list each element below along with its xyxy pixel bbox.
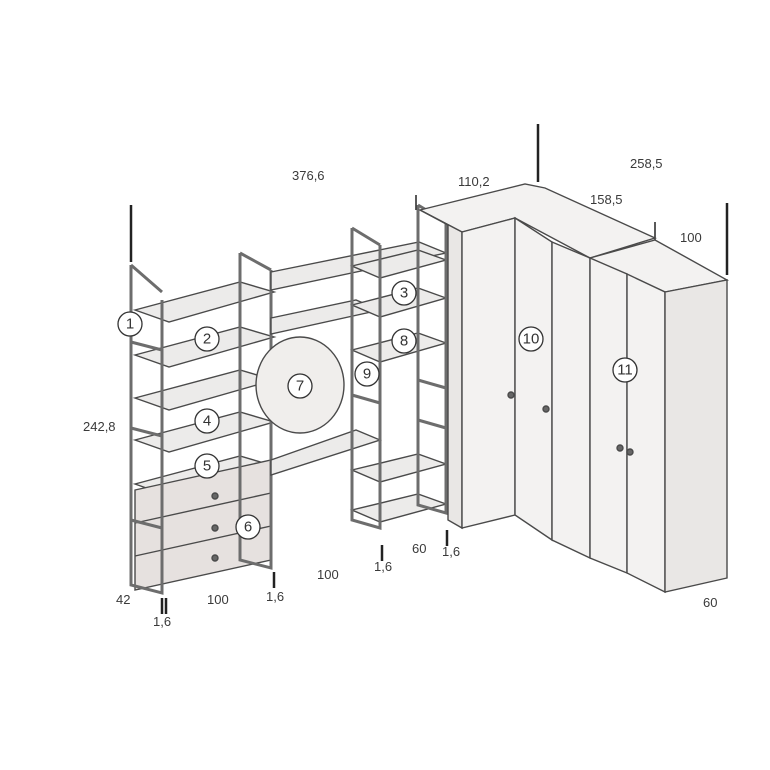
corner-wardrobe-door-a — [461, 217, 516, 529]
wardrobe-knob-1 — [507, 391, 515, 399]
dim-module-mid: 100 — [317, 567, 339, 582]
wardrobe-knob-2 — [542, 405, 550, 413]
callout-circle-4 — [194, 408, 220, 434]
callout-circle-11 — [612, 357, 638, 383]
callout-circle-7 — [287, 373, 313, 399]
dim-corner-top: 110,2 — [458, 174, 490, 189]
callout-3: 3 — [400, 285, 408, 302]
dim-right-depth-top: 158,5 — [590, 192, 623, 207]
callout-10: 10 — [523, 331, 540, 348]
dim-module-left: 100 — [207, 592, 229, 607]
wardrobe-knob-4 — [626, 448, 634, 456]
dim-depth-mid: 60 — [412, 541, 426, 556]
drawer-knob-1 — [211, 492, 219, 500]
right-wardrobe — [587, 239, 730, 594]
callout-circle-2 — [194, 326, 220, 352]
corner-wardrobe-door-c — [551, 240, 591, 560]
dim-upright-b: 1,6 — [266, 589, 284, 604]
dim-depth-right: 60 — [703, 595, 717, 610]
callout-labels: 1 2 3 4 5 6 7 8 9 10 11 — [126, 285, 633, 536]
dim-upright-a: 1,6 — [153, 614, 171, 629]
callout-1: 1 — [126, 316, 134, 333]
callout-6: 6 — [244, 519, 252, 536]
dim-upright-d: 1,6 — [442, 544, 460, 559]
dim-total-width: 376,6 — [292, 168, 325, 183]
drawer-knob-2 — [211, 524, 219, 532]
callout-circle-9 — [354, 361, 380, 387]
dim-right-module: 100 — [680, 230, 702, 245]
callout-circle-1 — [117, 311, 143, 337]
callouts — [117, 280, 638, 540]
callout-2: 2 — [203, 331, 211, 348]
callout-circle-3 — [391, 280, 417, 306]
dim-height: 242,8 — [83, 419, 116, 434]
right-wardrobe-door-a — [589, 256, 628, 575]
callout-4: 4 — [203, 413, 211, 430]
callout-7: 7 — [296, 378, 304, 395]
callout-9: 9 — [363, 366, 371, 383]
dim-upright-c: 1,6 — [374, 559, 392, 574]
right-wardrobe-door-b — [626, 272, 666, 594]
shelf-3 — [132, 369, 277, 411]
dim-right-total: 258,5 — [630, 156, 663, 171]
callout-11: 11 — [617, 362, 633, 379]
callout-5: 5 — [203, 458, 211, 475]
callout-circle-8 — [391, 328, 417, 354]
callout-circle-10 — [518, 326, 544, 352]
dim-depth-left: 42 — [116, 592, 130, 607]
drawer-knob-3 — [211, 554, 219, 562]
corner-wardrobe-left-side — [419, 209, 463, 530]
callout-circle-5 — [194, 453, 220, 479]
tower-shelf-4 — [349, 453, 449, 483]
callout-circle-6 — [235, 514, 261, 540]
dimension-labels: 376,6 110,2 258,5 158,5 100 242,8 42 100… — [83, 156, 717, 629]
corner-wardrobe-door-b — [514, 216, 553, 542]
right-wardrobe-side — [664, 279, 728, 593]
corner-wardrobe — [418, 183, 657, 560]
callout-8: 8 — [400, 333, 408, 350]
dimension-ticks — [129, 124, 729, 614]
wardrobe-knob-3 — [616, 444, 624, 452]
